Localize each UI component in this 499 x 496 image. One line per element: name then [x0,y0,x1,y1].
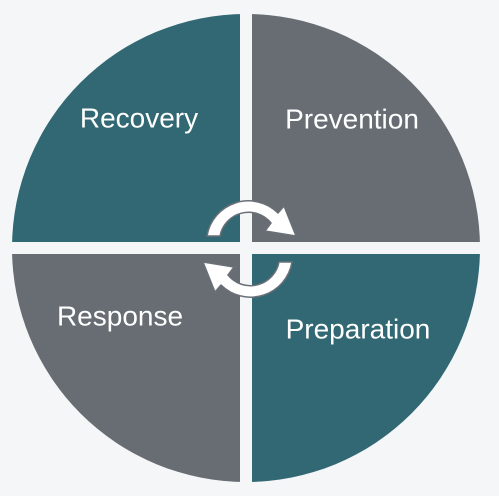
quadrant-preparation [246,248,480,482]
quadrant-response [12,248,246,482]
divider-cross [6,8,486,488]
curved-arrow-right-icon [206,200,297,237]
label-prevention: Prevention [285,103,419,134]
quadrants [12,14,480,482]
label-recovery: Recovery [80,102,198,133]
horizontal-divider [6,242,486,254]
label-response: Response [57,300,183,331]
quadrant-recovery [12,14,246,248]
quadrant-prevention [246,14,480,248]
cycle-arrows [202,200,297,298]
curved-arrow-left-icon [202,261,293,298]
label-preparation: Preparation [286,313,431,344]
